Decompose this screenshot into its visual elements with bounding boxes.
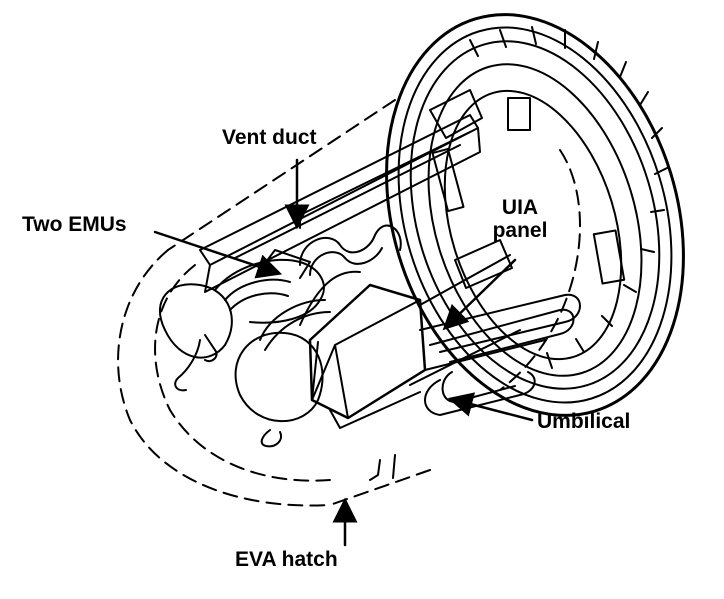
- uia-label-line2: panel: [492, 218, 548, 242]
- emu-front: [234, 270, 427, 448]
- umbilical-arrow: [447, 392, 534, 422]
- two-emus-arrow: [153, 230, 283, 279]
- uia-panel-arrow: [442, 258, 517, 331]
- umbilical-label: Umbilical: [537, 410, 631, 433]
- uia-label-line1: UIA: [501, 196, 539, 219]
- leader-lines: [153, 158, 534, 547]
- frame-struts: [369, 254, 546, 481]
- eva-hatch-label: EVA hatch: [235, 548, 338, 571]
- emu-rear: [159, 249, 325, 392]
- airlock-outline: [117, 99, 581, 507]
- two-emus-label: Two EMUs: [22, 213, 127, 236]
- hatch-ring: [385, 13, 685, 417]
- vent-duct-label: Vent duct: [222, 126, 317, 149]
- uia-panel-label: UIA panel: [480, 196, 560, 242]
